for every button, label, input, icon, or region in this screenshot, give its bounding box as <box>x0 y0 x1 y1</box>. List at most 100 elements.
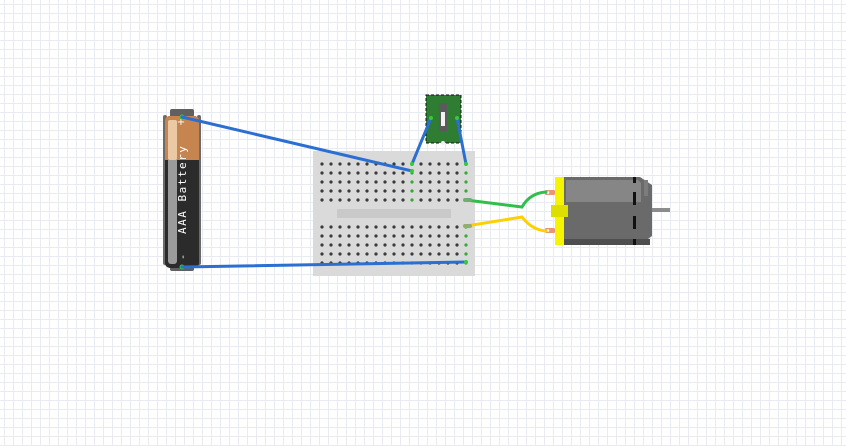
breadboard-hole[interactable] <box>401 252 405 256</box>
breadboard-hole[interactable] <box>419 162 423 166</box>
breadboard-hole[interactable] <box>383 171 387 175</box>
breadboard-hole[interactable] <box>365 189 369 193</box>
breadboard-hole[interactable] <box>401 198 405 202</box>
wires[interactable] <box>180 115 548 269</box>
breadboard-hole[interactable] <box>446 234 450 238</box>
breadboard-hole[interactable] <box>437 171 441 175</box>
wire-yellow-to-motor[interactable] <box>464 215 548 233</box>
breadboard-hole[interactable] <box>455 198 459 202</box>
breadboard-hole[interactable] <box>338 171 342 175</box>
breadboard-hole[interactable] <box>419 189 423 193</box>
breadboard-hole[interactable] <box>428 252 432 256</box>
breadboard-hole[interactable] <box>338 180 342 184</box>
breadboard-hole[interactable] <box>428 243 432 247</box>
breadboard-hole[interactable] <box>320 198 324 202</box>
breadboard-hole[interactable] <box>428 234 432 238</box>
breadboard-hole[interactable] <box>392 225 396 229</box>
breadboard-hole[interactable] <box>374 252 378 256</box>
breadboard-hole[interactable] <box>437 252 441 256</box>
breadboard-hole[interactable] <box>392 189 396 193</box>
breadboard[interactable] <box>313 151 475 276</box>
breadboard-hole[interactable] <box>347 225 351 229</box>
breadboard-hole[interactable] <box>320 243 324 247</box>
breadboard-hole[interactable] <box>374 234 378 238</box>
breadboard-hole[interactable] <box>428 225 432 229</box>
breadboard-hole[interactable] <box>392 252 396 256</box>
breadboard-hole[interactable] <box>437 234 441 238</box>
breadboard-hole[interactable] <box>446 252 450 256</box>
breadboard-hole[interactable] <box>410 243 414 247</box>
breadboard-hole[interactable] <box>437 243 441 247</box>
breadboard-hole[interactable] <box>455 234 459 238</box>
breadboard-hole[interactable] <box>374 171 378 175</box>
wire-endpoint[interactable] <box>464 260 468 264</box>
breadboard-hole[interactable] <box>455 252 459 256</box>
breadboard-hole[interactable] <box>320 171 324 175</box>
breadboard-hole[interactable] <box>374 243 378 247</box>
breadboard-hole[interactable] <box>338 234 342 238</box>
breadboard-hole[interactable] <box>365 243 369 247</box>
breadboard-hole[interactable] <box>455 189 459 193</box>
breadboard-hole[interactable] <box>410 225 414 229</box>
breadboard-hole[interactable] <box>392 162 396 166</box>
motor-terminal-bottom[interactable] <box>545 228 555 233</box>
breadboard-hole[interactable] <box>437 198 441 202</box>
breadboard-hole[interactable] <box>455 171 459 175</box>
aaa-battery[interactable]: + AAA Battery - <box>163 109 201 271</box>
breadboard-hole[interactable] <box>347 243 351 247</box>
breadboard-hole[interactable] <box>446 243 450 247</box>
breadboard-hole[interactable] <box>365 198 369 202</box>
wire-switch-left-leg[interactable] <box>410 116 433 166</box>
breadboard-hole[interactable] <box>428 180 432 184</box>
breadboard-hole[interactable] <box>437 225 441 229</box>
breadboard-hole[interactable] <box>437 189 441 193</box>
breadboard-hole[interactable] <box>356 189 360 193</box>
breadboard-hole[interactable] <box>419 234 423 238</box>
breadboard-hole[interactable] <box>383 234 387 238</box>
breadboard-hole[interactable] <box>392 171 396 175</box>
breadboard-hole[interactable] <box>401 162 405 166</box>
breadboard-hole[interactable] <box>320 189 324 193</box>
wire-green-to-motor[interactable] <box>464 190 548 209</box>
wire-endpoint[interactable] <box>464 162 468 166</box>
breadboard-hole[interactable] <box>320 252 324 256</box>
breadboard-hole[interactable] <box>392 243 396 247</box>
breadboard-hole[interactable] <box>356 171 360 175</box>
breadboard-hole[interactable] <box>347 189 351 193</box>
breadboard-hole[interactable] <box>401 225 405 229</box>
breadboard-hole[interactable] <box>419 225 423 229</box>
breadboard-hole[interactable] <box>329 234 333 238</box>
breadboard-hole[interactable] <box>428 189 432 193</box>
breadboard-hole[interactable] <box>392 234 396 238</box>
breadboard-hole[interactable] <box>401 243 405 247</box>
breadboard-hole[interactable] <box>374 189 378 193</box>
breadboard-hole[interactable] <box>374 198 378 202</box>
wire-endpoint[interactable] <box>455 116 459 120</box>
breadboard-hole[interactable] <box>338 243 342 247</box>
breadboard-hole[interactable] <box>455 180 459 184</box>
breadboard-hole[interactable] <box>338 252 342 256</box>
breadboard-hole[interactable] <box>356 225 360 229</box>
breadboard-hole[interactable] <box>329 171 333 175</box>
breadboard-hole[interactable] <box>374 225 378 229</box>
breadboard-hole[interactable] <box>365 171 369 175</box>
breadboard-hole[interactable] <box>320 162 324 166</box>
breadboard-hole[interactable] <box>338 225 342 229</box>
breadboard-hole[interactable] <box>446 180 450 184</box>
breadboard-hole[interactable] <box>410 198 414 202</box>
breadboard-hole[interactable] <box>329 252 333 256</box>
breadboard-hole[interactable] <box>401 180 405 184</box>
breadboard-hole[interactable] <box>464 243 468 247</box>
switch-actuator[interactable] <box>441 112 445 126</box>
breadboard-hole[interactable] <box>374 180 378 184</box>
wire-switch-right-leg[interactable] <box>455 116 468 166</box>
breadboard-hole[interactable] <box>329 243 333 247</box>
breadboard-hole[interactable] <box>347 198 351 202</box>
breadboard-hole[interactable] <box>338 189 342 193</box>
breadboard-hole[interactable] <box>446 189 450 193</box>
dc-motor[interactable] <box>545 177 670 245</box>
breadboard-hole[interactable] <box>347 162 351 166</box>
breadboard-hole[interactable] <box>347 234 351 238</box>
breadboard-hole[interactable] <box>464 171 468 175</box>
breadboard-hole[interactable] <box>446 225 450 229</box>
